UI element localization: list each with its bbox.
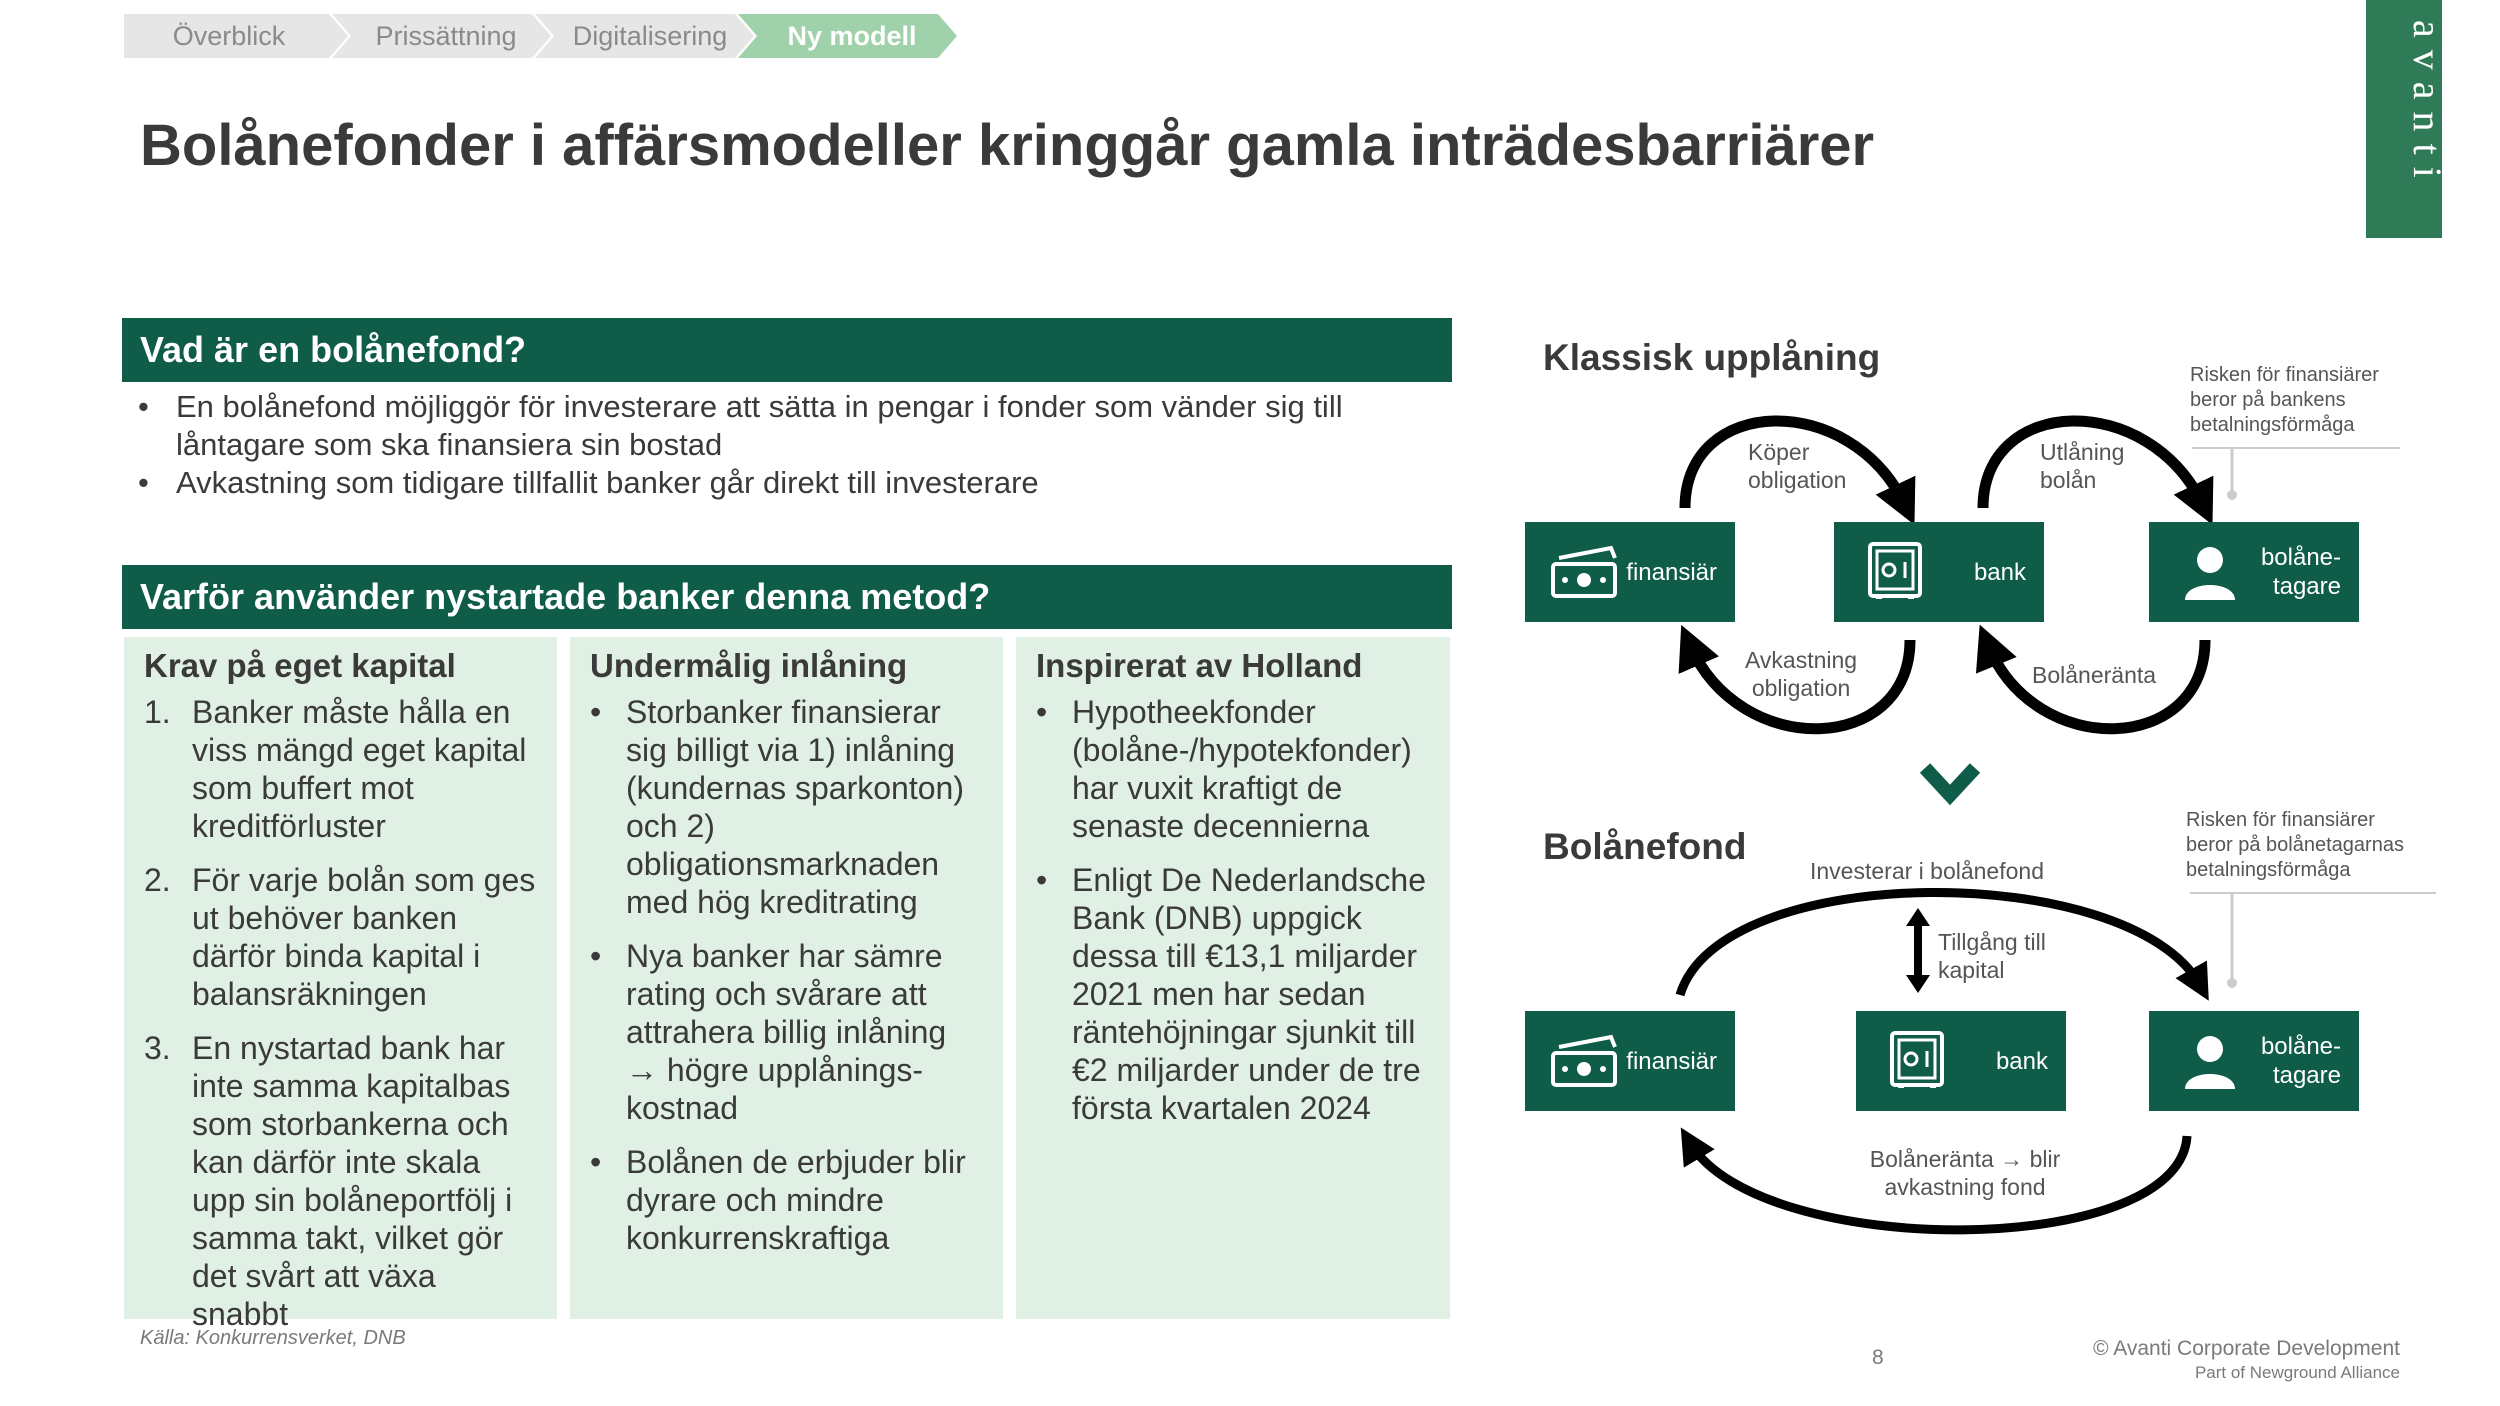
column-heading: Undermålig inlåning <box>590 647 908 684</box>
chevron-down-icon <box>1919 763 1981 806</box>
list-item: •Nya banker har sämre rating och svårare… <box>590 938 947 1126</box>
node-label: bolåne- tagare <box>2260 1033 2341 1089</box>
node-bank: bank <box>1834 522 2044 622</box>
list-item: •Hypotheekfonder (bolåne-/hypotekfonder)… <box>1036 694 1412 844</box>
node-borrower: bolåne- tagare <box>2149 522 2359 622</box>
intro-bullet: En bolånefond möjliggör för investerare … <box>138 388 1438 464</box>
section-heading-why: Varför använder nystartade banker denna … <box>122 565 1452 629</box>
money-icon <box>1551 1034 1617 1087</box>
source-note: Källa: Konkurrensverket, DNB <box>140 1327 406 1349</box>
node-label: bolåne- tagare <box>2260 544 2341 600</box>
arrow-invests-fund <box>1675 887 2209 1001</box>
column-heading: Krav på eget kapital <box>144 647 456 684</box>
list-item: 3.En nystartad bank har inte samma kapit… <box>144 1030 513 1332</box>
node-label: finansiär <box>1626 1047 1717 1075</box>
label-rate-return: Bolåneränta → blir avkastning fond <box>1869 1146 2061 1200</box>
breadcrumb-ny-modell[interactable]: Ny modell <box>787 21 917 51</box>
breadcrumb: Överblick Prissättning Digitalisering Ny… <box>124 14 964 58</box>
arrow-lending <box>1977 415 2214 525</box>
list-item: •Enligt De Nederlandsche Bank (DNB) uppg… <box>1036 862 1426 1126</box>
breadcrumb-overblick[interactable]: Överblick <box>172 21 286 51</box>
breadcrumb-prissattning[interactable]: Prissättning <box>375 21 517 51</box>
arrow-mortgage-rate <box>1975 624 2211 735</box>
list-item: 1.Banker måste hålla en viss mängd eget … <box>144 694 527 844</box>
node-label: bank <box>1973 558 2026 586</box>
list-item: •Storbanker finansierar sig billigt via … <box>590 694 964 920</box>
money-icon <box>1551 545 1617 598</box>
label-capital-access: Tillgång till kapital <box>1938 929 2046 983</box>
arrow-bond-return <box>1678 624 1916 735</box>
list-item: •Bolånen de erbjuder blir dyrare och min… <box>590 1144 966 1256</box>
label-bond-return: Avkastning obligation <box>1745 647 1858 701</box>
arrow-rate-return <box>1680 1127 2192 1235</box>
node-financier: finansiär <box>1525 1011 1735 1111</box>
node-bank: bank <box>1856 1011 2066 1111</box>
person-icon <box>2185 1036 2235 1089</box>
list-item: 2.För varje bolån som ges ut behöver ban… <box>144 862 536 1012</box>
node-label: finansiär <box>1626 558 1717 586</box>
column-capital: Krav på eget kapital 1.Banker måste håll… <box>124 637 557 1332</box>
column-holland: Inspirerat av Holland •Hypotheekfonder (… <box>1016 637 1450 1319</box>
column-heading: Inspirerat av Holland <box>1036 647 1363 684</box>
safe-icon <box>1868 542 1922 599</box>
label-mortgage-rate: Bolåneränta <box>2032 662 2157 688</box>
diagram-heading-fund: Bolånefond <box>1543 826 1747 867</box>
risk-note-fund: Risken för finansiärer beror på bolåneta… <box>2186 809 2404 881</box>
section-heading-what: Vad är en bolånefond? <box>122 318 1452 382</box>
page-title: Bolånefonder i affärsmodeller kringgår g… <box>140 113 1875 178</box>
breadcrumb-shapes <box>124 14 957 58</box>
label-buys-bond: Köper obligation <box>1748 439 1847 493</box>
column-deposits: Undermålig inlåning •Storbanker finansie… <box>570 637 1003 1319</box>
intro-bullet: Avkastning som tidigare tillfallit banke… <box>138 464 1438 502</box>
copyright: © Avanti Corporate Development Part of N… <box>2093 1337 2400 1382</box>
intro-list: En bolånefond möjliggör för investerare … <box>138 388 1438 502</box>
avanti-logo-text: avanti <box>2405 20 2450 190</box>
label-lending: Utlåning bolån <box>2040 439 2125 493</box>
arrow-buys-bond <box>1679 415 1916 525</box>
node-financier: finansiär <box>1525 522 1735 622</box>
person-icon <box>2185 547 2235 600</box>
risk-note-classic: Risken för finansiärer beror på bankens … <box>2190 364 2379 436</box>
node-borrower: bolåne- tagare <box>2149 1011 2359 1111</box>
safe-icon <box>1890 1031 1944 1088</box>
page-number: 8 <box>1872 1346 1884 1369</box>
diagram-heading-classic: Klassisk upplåning <box>1543 337 1881 378</box>
label-invests-fund: Investerar i bolånefond <box>1810 858 2044 884</box>
breadcrumb-digitalisering[interactable]: Digitalisering <box>572 21 728 51</box>
node-label: bank <box>1995 1047 2048 1075</box>
avanti-logo <box>2366 0 2442 238</box>
